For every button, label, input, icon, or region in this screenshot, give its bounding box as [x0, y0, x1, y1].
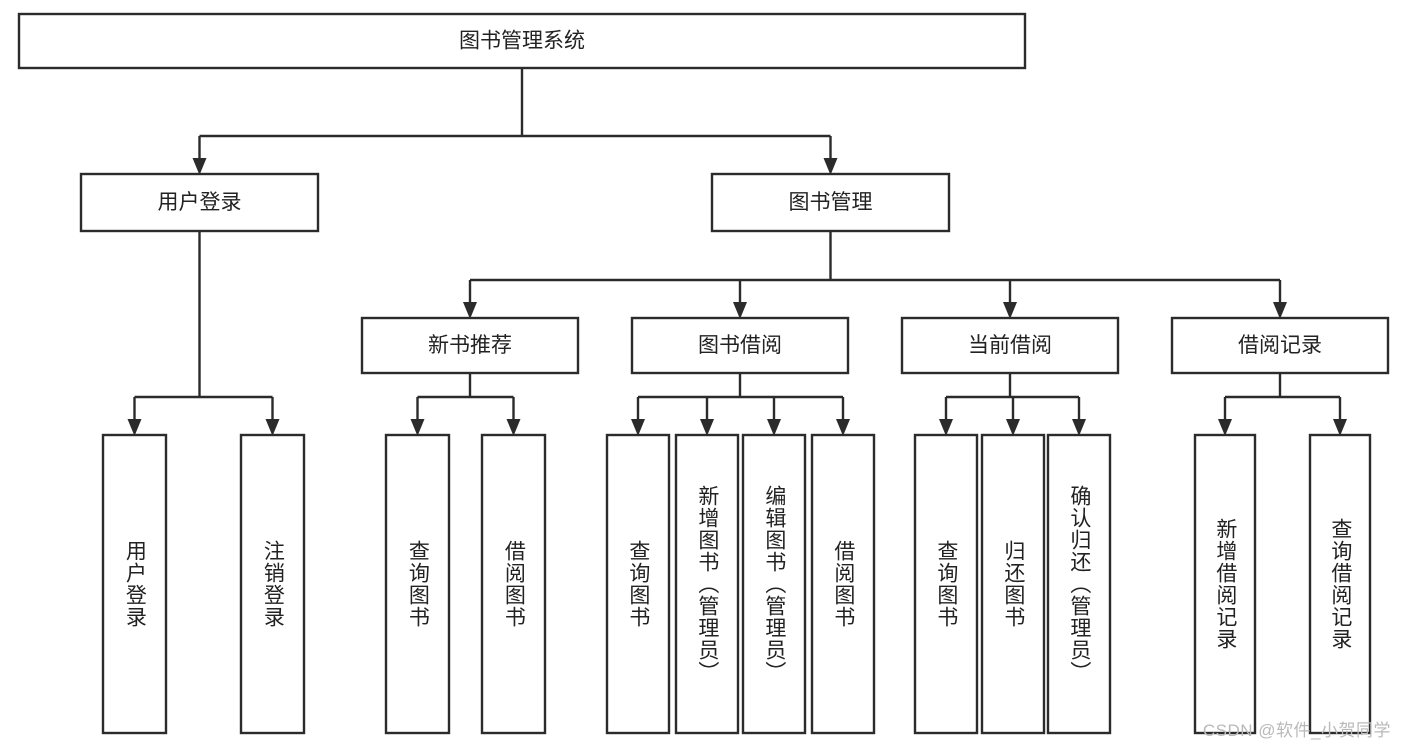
node-label-book-manage: 图书管理: [789, 191, 873, 214]
arrow-head-icon: [127, 419, 142, 436]
node-box-leaf-query-book-3[interactable]: [913, 433, 979, 735]
node-box-leaf-borrow-book-1[interactable]: [480, 433, 547, 735]
node-box-new-book-rec[interactable]: [360, 316, 580, 375]
node-box-user-login[interactable]: [79, 172, 320, 233]
node-box-leaf-borrow-book-2[interactable]: [810, 433, 876, 735]
arrow-head-icon: [1273, 302, 1287, 319]
node-box-root[interactable]: [17, 12, 1027, 70]
arrow-head-icon: [700, 419, 714, 436]
watermark: CSDN @软件_小贺同学: [1202, 721, 1391, 740]
arrow-head-icon: [939, 419, 953, 436]
node-box-borrow-record[interactable]: [1170, 316, 1390, 375]
arrow-head-icon: [1006, 419, 1020, 436]
connectors-layer: [127, 68, 1347, 436]
arrow-head-icon: [631, 419, 645, 436]
arrow-head-icon: [1003, 302, 1017, 319]
arrow-head-icon: [767, 419, 781, 436]
nodes-layer: [17, 12, 1390, 735]
node-label-root: 图书管理系统: [459, 30, 585, 53]
node-label-current-borrow: 当前借阅: [968, 334, 1052, 357]
node-box-book-borrow[interactable]: [630, 316, 850, 375]
arrow-head-icon: [823, 158, 838, 175]
node-box-leaf-user-login[interactable]: [101, 433, 168, 735]
arrow-head-icon: [463, 302, 477, 319]
node-box-leaf-add-record[interactable]: [1193, 433, 1257, 735]
arrow-head-icon: [265, 419, 280, 436]
arrow-head-icon: [410, 419, 425, 436]
arrow-head-icon: [506, 419, 521, 436]
arrow-head-icon: [733, 302, 747, 319]
node-label-book-borrow: 图书借阅: [698, 334, 782, 357]
arrow-head-icon: [1218, 419, 1232, 436]
arrow-head-icon: [1333, 419, 1347, 436]
arrow-head-icon: [1072, 419, 1086, 436]
arrow-head-icon: [192, 158, 207, 175]
node-box-leaf-query-book-1[interactable]: [384, 433, 451, 735]
node-box-leaf-edit-book[interactable]: [741, 433, 807, 735]
node-box-current-borrow[interactable]: [900, 316, 1120, 375]
node-box-leaf-logout[interactable]: [239, 433, 306, 735]
node-box-leaf-add-book[interactable]: [674, 433, 740, 735]
node-label-new-book-rec: 新书推荐: [428, 334, 512, 357]
arrow-head-icon: [836, 419, 850, 436]
node-box-book-manage[interactable]: [710, 172, 951, 233]
node-box-leaf-query-record[interactable]: [1308, 433, 1372, 735]
node-box-leaf-return-book[interactable]: [980, 433, 1046, 735]
node-box-leaf-query-book-2[interactable]: [605, 433, 671, 735]
node-label-user-login: 用户登录: [158, 191, 242, 214]
node-box-leaf-confirm-return[interactable]: [1046, 433, 1112, 735]
node-label-borrow-record: 借阅记录: [1238, 334, 1322, 357]
